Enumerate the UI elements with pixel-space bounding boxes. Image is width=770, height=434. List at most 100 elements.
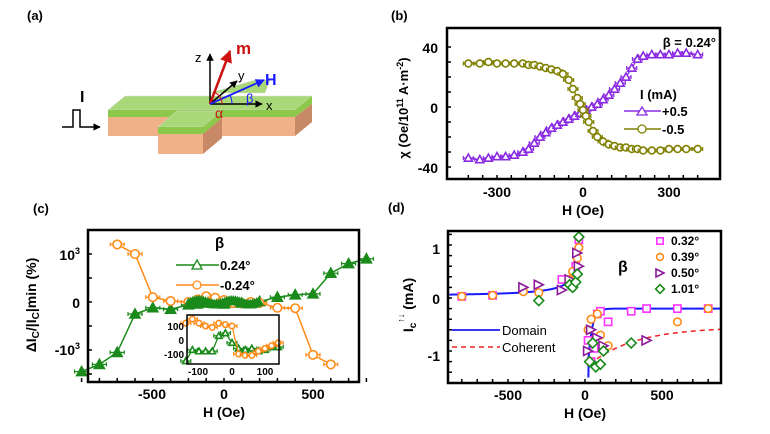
panel-d-legend-item: 0.50° bbox=[671, 266, 699, 280]
panel-d-xtick: 0 bbox=[581, 387, 589, 403]
triangle-marker-icon bbox=[474, 153, 486, 164]
diamond-marker-icon bbox=[597, 344, 610, 358]
diamond-marker-icon bbox=[571, 268, 584, 281]
axis-x-label: x bbox=[266, 98, 273, 113]
diamond-marker-icon bbox=[583, 355, 596, 368]
triangle-right-marker-icon bbox=[571, 247, 584, 259]
circle-marker-icon bbox=[638, 146, 648, 155]
panel-c: (c) ΔIC/|IC|min (%) 103 0 -103 -500 0 50… bbox=[23, 201, 374, 420]
circle-marker-icon bbox=[664, 144, 674, 154]
circle-marker-icon bbox=[588, 126, 598, 136]
svg-text:ΔIC/|IC|min (%): ΔIC/|IC|min (%) bbox=[23, 258, 42, 353]
panel-b-label: (b) bbox=[391, 8, 408, 23]
circle-marker-icon bbox=[637, 124, 647, 134]
diamond-marker-icon bbox=[572, 230, 585, 244]
square-marker-icon bbox=[655, 237, 664, 246]
coherent-legend-label: Coherent bbox=[502, 340, 556, 355]
circle-marker-icon bbox=[274, 339, 282, 347]
triangle-marker-icon bbox=[220, 328, 230, 337]
triangle-right-marker-icon bbox=[573, 260, 586, 272]
triangle-marker-icon bbox=[146, 301, 160, 313]
panel-c-xlabel: H (Oe) bbox=[203, 404, 245, 420]
svg-text:Ic↑↓ (mA): Ic↑↓ (mA) bbox=[396, 278, 419, 332]
panel-d-ytick: -1 bbox=[428, 348, 441, 364]
panel-c-plot-area bbox=[73, 239, 374, 377]
circle-marker-icon bbox=[192, 280, 202, 290]
panel-d: (d) Ic↑↓ (mA) 1 0 -1 -500 0 500 H (Oe) β… bbox=[388, 200, 723, 421]
panel-b-ylabel: χ (Oe/1011 A·m-2) bbox=[395, 57, 411, 158]
panel-c-xtick: 0 bbox=[220, 386, 228, 402]
triangle-marker-icon bbox=[663, 48, 675, 59]
triangle-marker-icon bbox=[93, 357, 106, 370]
circle-marker-icon bbox=[564, 75, 573, 85]
triangle-marker-icon bbox=[75, 364, 88, 377]
triangle-marker-icon bbox=[508, 149, 520, 159]
panel-b-ytick: -40 bbox=[418, 160, 438, 176]
m-vector-arrow bbox=[208, 49, 232, 105]
m-label: m bbox=[236, 39, 251, 58]
triangle-marker-icon bbox=[128, 307, 142, 319]
diamond-marker-icon bbox=[594, 358, 607, 371]
diamond-marker-icon bbox=[625, 336, 638, 350]
triangle-marker-icon bbox=[540, 126, 552, 137]
triangle-marker-icon bbox=[614, 77, 626, 87]
H-vector-arrow bbox=[209, 79, 265, 105]
panel-c-xtick: -500 bbox=[138, 386, 166, 402]
panel-d-legend-item: 0.32° bbox=[671, 234, 699, 248]
panel-d-legend-item: 0.39° bbox=[671, 250, 699, 264]
triangle-marker-icon bbox=[462, 152, 474, 162]
panel-c-legend: 0.24° -0.24° bbox=[176, 258, 255, 293]
domain-legend-label: Domain bbox=[502, 323, 547, 338]
triangle-marker-icon bbox=[342, 256, 355, 269]
circle-marker-icon bbox=[592, 309, 602, 319]
triangle-right-marker-icon bbox=[556, 284, 569, 296]
svg-text:χ (Oe/1011 A·m-2): χ (Oe/1011 A·m-2) bbox=[395, 57, 411, 158]
panel-b-legend-item: -0.5 bbox=[662, 122, 684, 137]
panel-d-plot-area bbox=[449, 230, 721, 378]
panel-d-xlabel: H (Oe) bbox=[564, 405, 606, 421]
panel-b-legend-title: I (mA) bbox=[640, 87, 677, 102]
circle-marker-icon bbox=[672, 317, 683, 327]
inset-xtick: 100 bbox=[257, 367, 274, 378]
panel-b-ytick: 40 bbox=[422, 40, 438, 56]
triangle-marker-icon bbox=[110, 345, 124, 358]
circle-marker-icon bbox=[112, 239, 123, 250]
panel-c-inset: 100 0 -100 -100 0 100 bbox=[164, 314, 284, 378]
triangle-marker-icon bbox=[360, 252, 373, 264]
panel-b-xlabel: H (Oe) bbox=[562, 202, 604, 218]
panel-b-plot-area bbox=[462, 47, 704, 164]
square-marker-icon bbox=[672, 304, 682, 313]
circle-marker-icon bbox=[325, 359, 336, 370]
panel-c-ytick: -103 bbox=[55, 341, 80, 358]
panel-c-legend-title: β bbox=[215, 235, 224, 252]
diamond-marker-icon bbox=[654, 283, 666, 295]
triangle-marker-icon bbox=[635, 105, 649, 116]
circle-marker-icon bbox=[475, 59, 484, 68]
triangle-marker-icon bbox=[620, 71, 632, 81]
circle-marker-icon bbox=[501, 59, 510, 68]
triangle-marker-icon bbox=[523, 143, 534, 153]
panel-c-xtick: 500 bbox=[301, 386, 325, 402]
circle-marker-icon bbox=[290, 303, 301, 314]
circle-marker-icon bbox=[165, 295, 176, 307]
circle-marker-icon bbox=[457, 291, 467, 302]
panel-d-legend: 0.32° 0.39° 0.50° 1.01° bbox=[654, 234, 699, 296]
panel-d-ylabel: Ic↑↓ (mA) bbox=[396, 278, 419, 332]
inset-ytick: 0 bbox=[178, 336, 184, 347]
panel-c-ytick: 103 bbox=[59, 246, 80, 263]
panel-b-xtick: -300 bbox=[483, 184, 511, 200]
circle-marker-icon bbox=[464, 59, 473, 68]
panel-b-xtick: 300 bbox=[657, 184, 681, 200]
triangle-marker-icon bbox=[534, 131, 546, 141]
circle-marker-icon bbox=[655, 252, 665, 262]
panel-d-xtick: -500 bbox=[494, 387, 522, 403]
circle-marker-icon bbox=[673, 144, 682, 154]
inset-xtick: -100 bbox=[188, 367, 208, 378]
triangle-marker-icon bbox=[609, 83, 620, 93]
triangle-marker-icon bbox=[637, 50, 649, 61]
panel-d-line-legend: Domain Coherent bbox=[452, 323, 556, 355]
panel-a: (a) I z y bbox=[27, 8, 313, 154]
triangle-marker-icon bbox=[227, 337, 237, 347]
triangle-marker-icon bbox=[500, 150, 511, 161]
triangle-marker-icon bbox=[271, 290, 284, 303]
